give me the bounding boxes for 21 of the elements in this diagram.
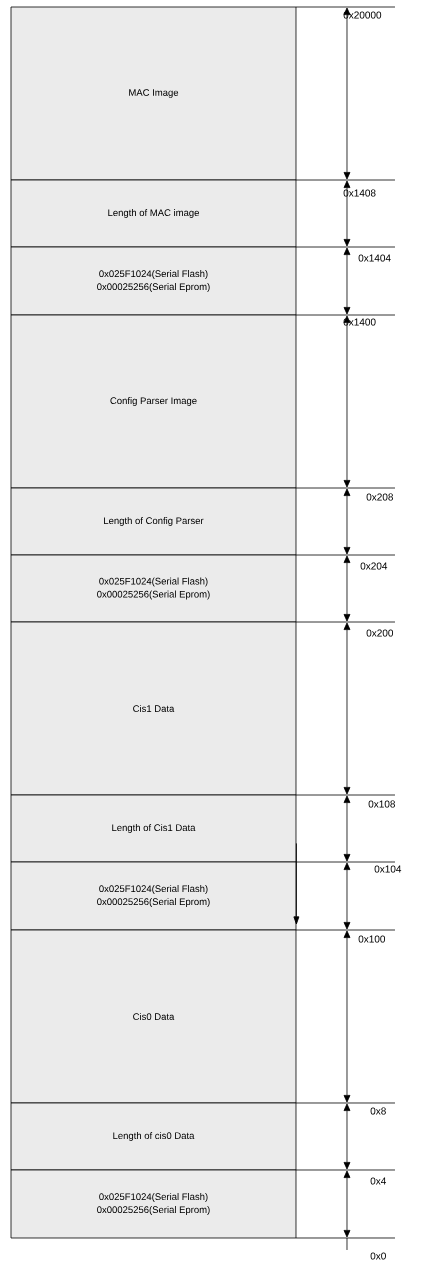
- arrow: [293, 842, 300, 925]
- address-label: 0x4: [370, 1177, 386, 1185]
- address-label: 0x1404: [358, 254, 391, 262]
- memory-block: 0x025F1024(Serial Flash) 0x00025256(Serial Eprom): [10, 246, 297, 316]
- memory-block: 0x025F1024(Serial Flash) 0x00025256(Serial Eprom): [10, 554, 297, 623]
- memory-block: Length of Cis1 Data: [10, 794, 297, 863]
- address-label: 0x8: [370, 1107, 386, 1115]
- address-label: 0x1400: [343, 318, 376, 326]
- address-label: 0x204: [360, 562, 388, 570]
- address-label: 0x1408: [343, 189, 376, 197]
- address-label: 0x208: [366, 493, 393, 501]
- memory-block: 0x025F1024(Serial Flash) 0x00025256(Serial Eprom): [10, 1169, 297, 1239]
- memory-block: 0x025F1024(Serial Flash) 0x00025256(Serial Eprom): [10, 861, 297, 931]
- address-label: 0x104: [374, 865, 402, 873]
- address-label: 0x100: [358, 935, 386, 943]
- address-label: 0x200: [366, 629, 394, 637]
- memory-block: Length of Config Parser: [10, 487, 297, 556]
- memory-block: Length of MAC image: [10, 179, 297, 248]
- address-label: 0x108: [368, 800, 395, 808]
- address-label: 0x0: [370, 1252, 386, 1260]
- memory-block: Length of cis0 Data: [10, 1102, 297, 1171]
